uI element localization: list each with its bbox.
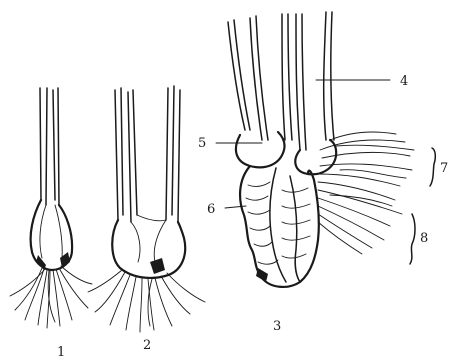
label-part-5: 5 bbox=[198, 136, 206, 151]
figure-1-roots bbox=[10, 266, 92, 328]
label-figure-1: 1 bbox=[57, 345, 65, 360]
label-part-7: 7 bbox=[440, 161, 448, 176]
figure-1-plant bbox=[10, 88, 92, 328]
label-part-8: 8 bbox=[420, 231, 428, 246]
label-figure-3: 3 bbox=[273, 319, 281, 334]
label-part-6: 6 bbox=[207, 202, 215, 217]
label-part-4: 4 bbox=[400, 74, 408, 89]
figure-2-plant bbox=[88, 86, 205, 332]
figure-3-plant bbox=[228, 12, 414, 287]
label-figure-2: 2 bbox=[143, 338, 151, 353]
rhizome-texture bbox=[246, 182, 310, 264]
bracket-7 bbox=[430, 148, 435, 186]
bracket-8 bbox=[410, 214, 415, 264]
figure-2-roots bbox=[88, 270, 205, 332]
brackets bbox=[410, 148, 435, 264]
figure-3-roots bbox=[318, 132, 414, 254]
